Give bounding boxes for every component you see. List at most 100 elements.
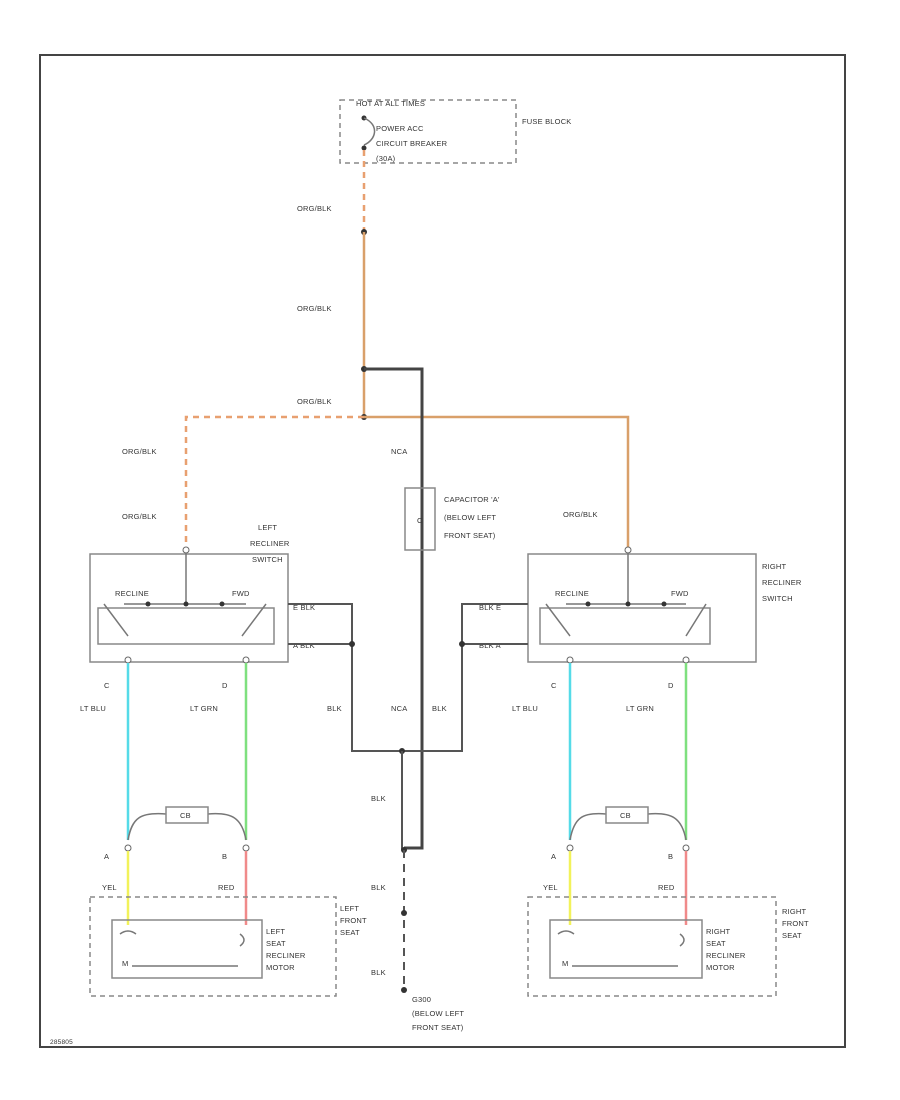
left-motor-brush-b-icon bbox=[239, 933, 245, 947]
right-switch-input-terminal bbox=[624, 546, 632, 554]
fuse-block-label: FUSE BLOCK bbox=[522, 117, 572, 126]
fuse-block-box bbox=[339, 99, 517, 164]
right-motor-title-1: RIGHT bbox=[706, 927, 731, 936]
left-switch-title-1: LEFT bbox=[258, 523, 277, 532]
capacitor: C CAPACITOR 'A' (BELOW LEFT FRONT SEAT) bbox=[404, 487, 500, 551]
right-motor-m-label: M bbox=[562, 959, 568, 968]
diagram-frame bbox=[39, 54, 846, 1048]
right-motor-brush-a-icon bbox=[557, 930, 575, 935]
left-motor-title-4: MOTOR bbox=[266, 963, 295, 972]
right-motor-title-4: MOTOR bbox=[706, 963, 735, 972]
left-motor-body bbox=[111, 919, 263, 979]
right-breaker-body bbox=[605, 806, 649, 824]
right-switch-title-1: RIGHT bbox=[762, 562, 787, 571]
breaker-label-1: POWER ACC bbox=[376, 124, 424, 133]
right-seat-label-2: FRONT bbox=[782, 919, 809, 928]
fuse-block: HOT AT ALL TIMES POWER ACC CIRCUIT BREAK… bbox=[339, 99, 572, 164]
left-switch-title-2: RECLINER bbox=[250, 539, 290, 548]
wire-label-blk-ground-1: BLK bbox=[371, 794, 386, 803]
right-breaker: CB bbox=[569, 806, 687, 841]
wire-label-red-right: RED bbox=[658, 883, 675, 892]
splice-right-blk bbox=[459, 641, 465, 647]
left-motor-title-1: LEFT bbox=[266, 927, 285, 936]
wire-label-org-blk-1: ORG/BLK bbox=[297, 204, 332, 213]
left-switch-box bbox=[89, 553, 289, 663]
wire-label-yel-left: YEL bbox=[102, 883, 117, 892]
left-breaker: CB bbox=[127, 806, 247, 841]
capacitor-label-1: CAPACITOR 'A' bbox=[444, 495, 500, 504]
left-seat-recliner-motor: M LEFT SEAT RECLINER MOTOR LEFT FRONT SE… bbox=[89, 896, 367, 997]
left-breaker-body bbox=[165, 806, 209, 824]
left-switch-blade-left-icon bbox=[103, 603, 129, 637]
right-pin-d-label: D bbox=[668, 681, 674, 690]
left-switch-contact-2 bbox=[183, 601, 189, 607]
right-seat-label-1: RIGHT bbox=[782, 907, 807, 916]
right-pin-c-label: C bbox=[551, 681, 557, 690]
right-motor-title-3: RECLINER bbox=[706, 951, 746, 960]
right-switch-wire-bottom-label: BLK A bbox=[479, 641, 501, 650]
right-switch-recline-label: RECLINE bbox=[555, 589, 589, 598]
figure-id: 285805 bbox=[50, 1039, 73, 1046]
left-seat-label-2: FRONT bbox=[340, 916, 367, 925]
right-switch-blade-right-icon bbox=[685, 603, 707, 637]
left-recliner-switch: LEFT RECLINER SWITCH RECLINE FWD E BLK A… bbox=[89, 523, 315, 664]
left-front-seat-box bbox=[89, 896, 337, 997]
wire-label-blk-right: BLK bbox=[432, 704, 447, 713]
left-seat-label-3: SEAT bbox=[340, 928, 360, 937]
left-switch-title-3: SWITCH bbox=[252, 555, 283, 564]
right-switch-pin-c-terminal bbox=[566, 656, 574, 664]
wire-label-blk-left: BLK bbox=[327, 704, 342, 713]
left-switch-contact-3 bbox=[219, 601, 225, 607]
wire-label-nca-2: NCA bbox=[391, 704, 407, 713]
left-motor-title-3: RECLINER bbox=[266, 951, 306, 960]
hot-at-all-times-label: HOT AT ALL TIMES bbox=[356, 99, 425, 108]
ground-terminal bbox=[401, 987, 407, 993]
wire-label-lt-grn-right: LT GRN bbox=[626, 704, 654, 713]
left-switch-blade-right-icon bbox=[241, 603, 267, 637]
wire-nca-loop bbox=[364, 367, 424, 850]
wire-org-blk-left-branch bbox=[184, 415, 364, 548]
wire-left-blk-a bbox=[288, 643, 400, 752]
wire-label-org-blk-right: ORG/BLK bbox=[563, 510, 598, 519]
breaker-label-3: (30A) bbox=[376, 154, 396, 163]
left-switch-wire-bottom-label: A BLK bbox=[293, 641, 315, 650]
breaker-arc-icon bbox=[363, 117, 376, 146]
right-switch-contact-1 bbox=[585, 601, 591, 607]
wire-label-nca-1: NCA bbox=[391, 447, 407, 456]
right-switch-box bbox=[527, 553, 757, 663]
capacitor-body bbox=[404, 487, 436, 551]
left-switch-input-terminal bbox=[182, 546, 190, 554]
wire-org-blk-right-branch bbox=[364, 415, 630, 548]
splice-ground-lower bbox=[401, 910, 407, 916]
wire-label-org-blk-left-1: ORG/BLK bbox=[122, 447, 157, 456]
right-motor-body bbox=[549, 919, 703, 979]
right-breaker-lead-left bbox=[569, 812, 607, 841]
right-motor-brush-b-icon bbox=[679, 933, 685, 947]
wire-label-lt-blu-left: LT BLU bbox=[80, 704, 106, 713]
right-breaker-symbol: CB bbox=[620, 811, 631, 820]
right-switch-contact-2 bbox=[625, 601, 631, 607]
left-motor-pin-a-label: A bbox=[104, 852, 109, 861]
left-switch-recline-label: RECLINE bbox=[115, 589, 149, 598]
right-motor-pin-b-label: B bbox=[668, 852, 673, 861]
left-motor-m-label: M bbox=[122, 959, 128, 968]
left-motor-title-2: SEAT bbox=[266, 939, 286, 948]
right-switch-contact-3 bbox=[661, 601, 667, 607]
left-switch-fwd-label: FWD bbox=[232, 589, 250, 598]
right-seat-label-3: SEAT bbox=[782, 931, 802, 940]
left-breaker-symbol: CB bbox=[180, 811, 191, 820]
left-switch-pin-c-terminal bbox=[124, 656, 132, 664]
right-seat-recliner-motor: M RIGHT SEAT RECLINER MOTOR RIGHT FRONT … bbox=[527, 896, 809, 997]
ground-label-1: G300 bbox=[412, 995, 431, 1004]
right-switch-fwd-label: FWD bbox=[671, 589, 689, 598]
left-pin-d-label: D bbox=[222, 681, 228, 690]
right-switch-inner bbox=[539, 607, 711, 645]
right-motor-title-2: SEAT bbox=[706, 939, 726, 948]
left-breaker-lead-left bbox=[127, 812, 167, 841]
left-breaker-lead-right bbox=[207, 812, 247, 841]
wire-right-blk-e bbox=[461, 603, 528, 644]
left-seat-label-1: LEFT bbox=[340, 904, 359, 913]
capacitor-label-3: FRONT SEAT) bbox=[444, 531, 496, 540]
right-switch-pin-d-terminal bbox=[682, 656, 690, 664]
wire-label-org-blk-3: ORG/BLK bbox=[297, 397, 332, 406]
